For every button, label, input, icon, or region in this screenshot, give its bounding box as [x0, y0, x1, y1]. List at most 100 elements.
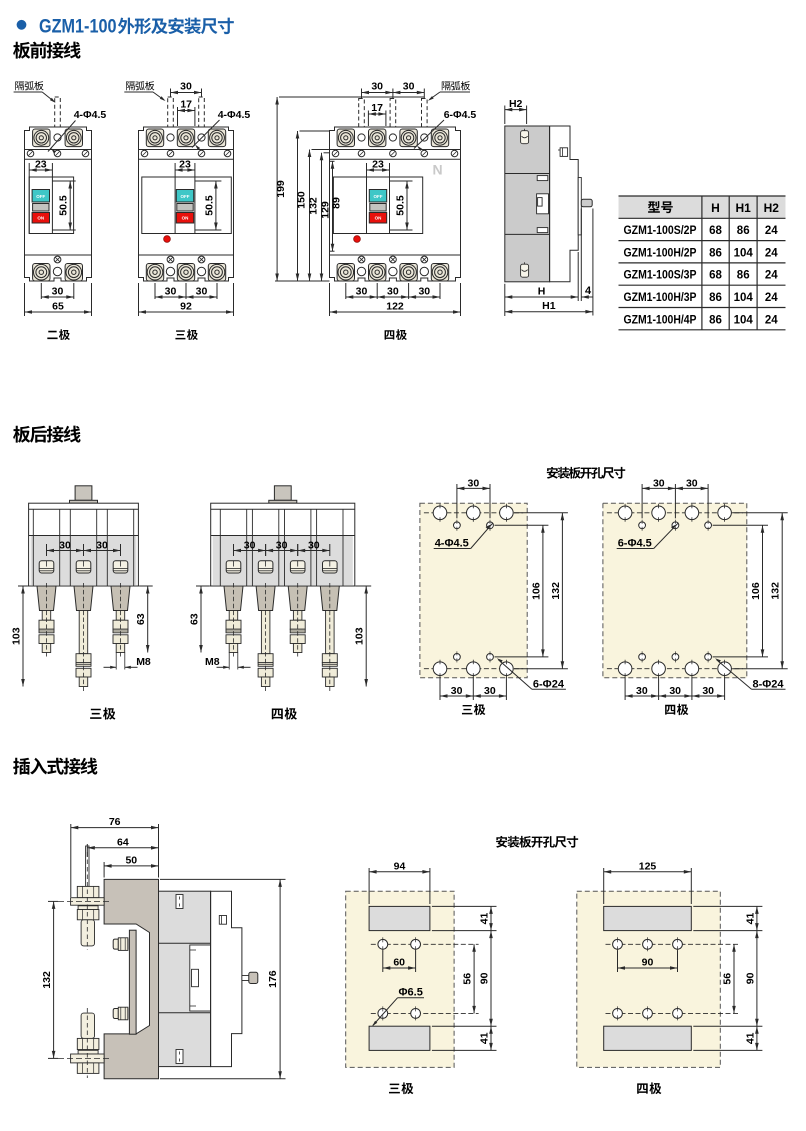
svg-text:30: 30 [686, 477, 698, 489]
svg-text:30: 30 [371, 81, 383, 93]
svg-text:OFF: OFF [374, 194, 383, 199]
svg-text:106: 106 [750, 582, 762, 600]
svg-text:64: 64 [117, 836, 129, 848]
svg-text:68: 68 [709, 225, 722, 237]
svg-text:30: 30 [356, 286, 368, 298]
svg-text:Φ6.5: Φ6.5 [399, 987, 423, 999]
svg-text:104: 104 [734, 247, 754, 259]
svg-text:GZM1-100H/2P: GZM1-100H/2P [624, 245, 697, 259]
svg-text:H: H [538, 286, 546, 298]
svg-text:50: 50 [125, 854, 137, 866]
svg-text:41: 41 [744, 913, 756, 925]
svg-text:86: 86 [709, 292, 722, 304]
svg-text:H1: H1 [542, 300, 556, 312]
svg-text:H: H [711, 201, 720, 215]
svg-text:92: 92 [180, 301, 192, 313]
svg-text:86: 86 [737, 270, 750, 282]
svg-text:30: 30 [669, 685, 681, 697]
svg-text:132: 132 [550, 582, 562, 600]
svg-text:H2: H2 [509, 98, 523, 110]
svg-text:30: 30 [451, 685, 463, 697]
svg-text:30: 30 [244, 540, 256, 552]
svg-text:6-Φ24: 6-Φ24 [533, 679, 565, 691]
svg-text:89: 89 [331, 197, 343, 209]
svg-text:30: 30 [96, 540, 108, 552]
svg-text:90: 90 [642, 957, 654, 969]
svg-text:ON: ON [375, 216, 382, 221]
svg-text:56: 56 [722, 973, 734, 985]
svg-text:4: 4 [585, 285, 592, 297]
svg-text:129: 129 [320, 201, 332, 219]
svg-text:150: 150 [296, 191, 308, 209]
svg-text:41: 41 [744, 1032, 756, 1044]
svg-text:OFF: OFF [36, 194, 45, 199]
svg-text:30: 30 [387, 286, 399, 298]
svg-text:GZM1-100S/3P: GZM1-100S/3P [624, 268, 697, 282]
svg-text:86: 86 [709, 314, 722, 326]
svg-text:17: 17 [180, 99, 192, 111]
svg-text:132: 132 [308, 197, 320, 215]
svg-text:N: N [432, 162, 442, 178]
svg-text:50.5: 50.5 [203, 195, 215, 216]
svg-text:GZM1-100H/4P: GZM1-100H/4P [624, 312, 697, 326]
svg-text:23: 23 [372, 159, 384, 171]
svg-text:199: 199 [275, 180, 287, 198]
svg-text:M8: M8 [205, 656, 220, 668]
svg-text:30: 30 [308, 540, 320, 552]
svg-text:6-Φ4.5: 6-Φ4.5 [618, 538, 652, 550]
svg-text:17: 17 [371, 102, 383, 114]
svg-text:30: 30 [468, 477, 480, 489]
svg-text:24: 24 [765, 247, 778, 259]
svg-text:30: 30 [484, 685, 496, 697]
svg-text:4-Φ4.5: 4-Φ4.5 [74, 109, 107, 121]
svg-text:90: 90 [744, 972, 756, 984]
svg-text:176: 176 [267, 970, 279, 988]
svg-text:30: 30 [403, 81, 415, 93]
svg-text:122: 122 [386, 301, 404, 313]
svg-text:24: 24 [765, 292, 778, 304]
svg-text:23: 23 [35, 159, 47, 171]
svg-text:65: 65 [52, 301, 64, 313]
svg-text:50.5: 50.5 [395, 195, 407, 216]
svg-text:24: 24 [765, 314, 778, 326]
svg-text:68: 68 [709, 270, 722, 282]
svg-text:GZM1-100H/3P: GZM1-100H/3P [624, 290, 697, 304]
svg-text:94: 94 [394, 860, 406, 872]
svg-text:23: 23 [179, 159, 191, 171]
svg-text:50.5: 50.5 [58, 195, 70, 216]
svg-text:60: 60 [393, 957, 405, 969]
svg-text:125: 125 [639, 860, 657, 872]
svg-text:106: 106 [530, 582, 542, 600]
svg-text:30: 30 [180, 81, 192, 93]
svg-text:H2: H2 [764, 201, 780, 215]
svg-text:30: 30 [165, 286, 177, 298]
svg-text:24: 24 [765, 270, 778, 282]
svg-text:GZM1-100: GZM1-100 [39, 16, 117, 38]
svg-text:30: 30 [52, 286, 64, 298]
svg-text:4-Φ4.5: 4-Φ4.5 [435, 538, 469, 550]
svg-text:41: 41 [479, 913, 491, 925]
svg-text:104: 104 [734, 314, 754, 326]
svg-text:GZM1-100S/2P: GZM1-100S/2P [624, 223, 697, 237]
svg-text:ON: ON [182, 216, 189, 221]
svg-text:M8: M8 [136, 656, 151, 668]
svg-text:30: 30 [702, 685, 714, 697]
svg-text:ON: ON [37, 216, 44, 221]
svg-text:103: 103 [11, 627, 23, 645]
svg-text:30: 30 [418, 286, 430, 298]
svg-text:H1: H1 [736, 201, 752, 215]
svg-text:30: 30 [59, 540, 71, 552]
svg-text:63: 63 [189, 613, 201, 625]
svg-text:63: 63 [135, 613, 147, 625]
svg-text:86: 86 [737, 225, 750, 237]
svg-text:104: 104 [734, 292, 754, 304]
svg-text:30: 30 [196, 286, 208, 298]
svg-text:6-Φ4.5: 6-Φ4.5 [444, 109, 477, 121]
svg-text:30: 30 [276, 540, 288, 552]
svg-text:132: 132 [770, 582, 782, 600]
svg-text:103: 103 [354, 627, 366, 645]
svg-text:4-Φ4.5: 4-Φ4.5 [218, 109, 251, 121]
svg-text:41: 41 [479, 1032, 491, 1044]
svg-text:30: 30 [636, 685, 648, 697]
svg-text:86: 86 [709, 247, 722, 259]
